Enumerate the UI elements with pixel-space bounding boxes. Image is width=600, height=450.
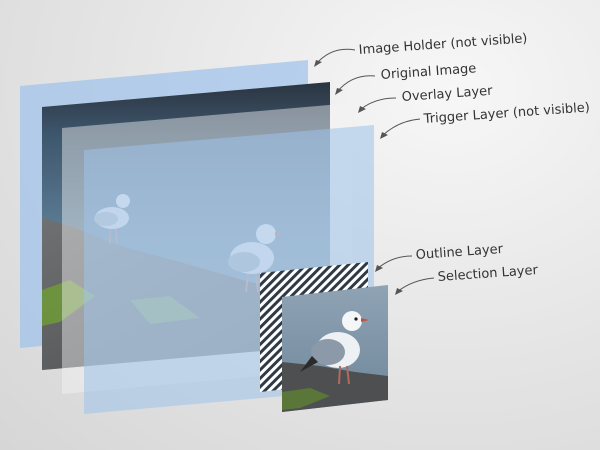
trigger-layer-arrowhead [380,132,388,139]
selection-layer-label: Selection Layer [437,263,539,285]
outline-layer-arrowhead [375,265,383,272]
image-holder-label: Image Holder (not visible) [358,31,528,58]
selection-layer-arrow [396,277,435,293]
trigger-layer-arrow [381,118,421,137]
overlay-layer-arrow [359,97,397,111]
original-image-arrow [336,75,376,93]
original-image-label: Original Image [380,61,477,83]
original-image-arrowhead [335,88,343,95]
trigger-layer-label: Trigger Layer (not visible) [422,100,590,127]
outline-layer-arrow [376,255,413,270]
seagull-selected [300,311,369,385]
overlay-layer-arrowhead [358,106,366,113]
selection-layer [282,285,388,412]
outline-layer-label: Outline Layer [415,242,504,263]
overlay-layer-label: Overlay Layer [401,84,493,105]
image-holder-arrow [315,48,356,65]
image-holder-arrowhead [314,60,322,67]
selection-layer-arrowhead [395,288,403,295]
